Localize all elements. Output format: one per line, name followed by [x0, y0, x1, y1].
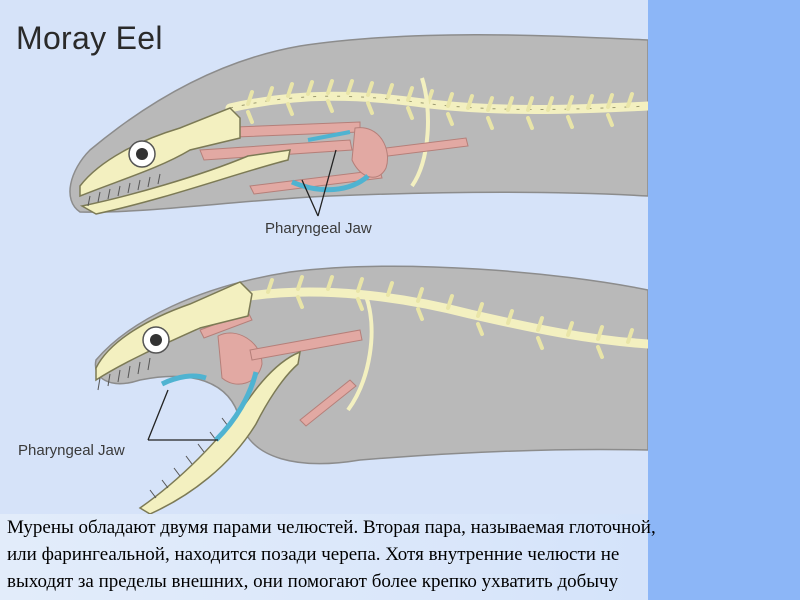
eel-bottom: [94, 265, 648, 514]
right-band: [648, 0, 800, 600]
caption-text: Мурены обладают двумя парами челюстей. В…: [7, 514, 793, 595]
diagram-panel: Moray Eel Pharyngeal Jaw Pharyngeal Jaw: [0, 0, 648, 514]
eel-bottom-pharyngeal-jaw-upper: [160, 373, 207, 387]
eel-top-girdle: [410, 77, 430, 188]
eel-bottom-spine: [245, 287, 648, 349]
label-pharyngeal-jaw-bottom: Pharyngeal Jaw: [18, 442, 125, 459]
eel-top-muscles: [199, 121, 469, 195]
eel-bottom-pharyngeal-jaw-lower: [214, 371, 259, 442]
eel-top-label-pointer: [301, 149, 337, 217]
label-pharyngeal-jaw-top: Pharyngeal Jaw: [265, 220, 372, 237]
eel-top-lower-jaw: [79, 149, 291, 215]
eel-top-skull: [79, 107, 241, 198]
eel-bottom-label-pointer: [147, 389, 218, 441]
eel-bottom-lower-jaw: [138, 350, 301, 514]
diagram-title: Moray Eel: [16, 20, 163, 56]
eel-bottom-girdle: [346, 295, 374, 412]
caption-line-2: или фарингеальной, находится позади чере…: [7, 544, 620, 565]
eel-top: [69, 33, 648, 217]
eel-bottom-skull: [95, 281, 253, 382]
caption-line-1: Мурены обладают двумя парами челюстей. В…: [7, 517, 656, 538]
caption-line-3: выходят за пределы внешних, они помогают…: [7, 571, 619, 592]
eel-top-pharyngeal-jaw: [291, 174, 370, 193]
eel-diagram: [69, 33, 648, 514]
